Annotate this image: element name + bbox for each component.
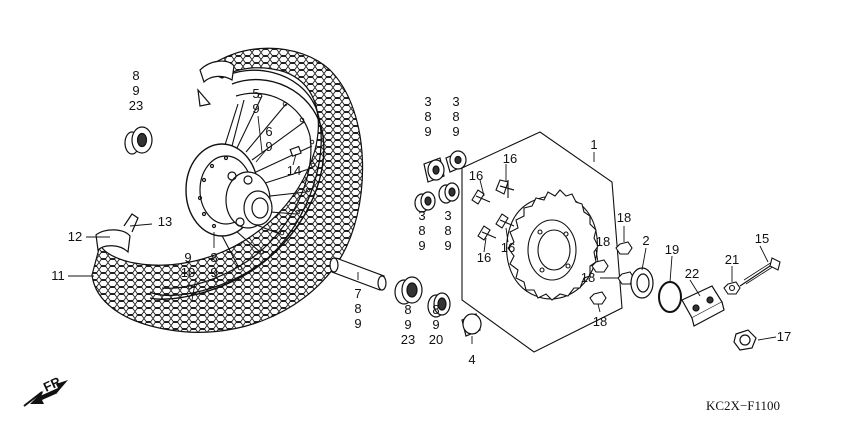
callout-c-7-8-9-2: 9 — [354, 316, 361, 331]
callout-c-3-8-9-c-2: 9 — [418, 238, 425, 253]
callout-c-18-d-0: 18 — [593, 314, 607, 329]
callout-c-13-0: 13 — [158, 214, 172, 229]
rim — [149, 78, 325, 300]
rim-band-piece — [95, 229, 131, 254]
collar-b — [445, 150, 467, 173]
front-label: FR. — [41, 372, 66, 394]
leader-lines — [68, 115, 777, 344]
callout-labels: 8923596914131211910893893893893891616161… — [51, 68, 791, 367]
callout-c-21-0: 21 — [725, 252, 739, 267]
callout-c-15-0: 15 — [755, 231, 769, 246]
callout-c-3-8-9-d-1: 8 — [444, 223, 451, 238]
callout-c-12-0: 12 — [68, 229, 82, 244]
front-arrow: FR. — [23, 372, 68, 407]
axle-nut — [733, 329, 757, 351]
callout-c-3-8-9-c-1: 8 — [418, 223, 425, 238]
adjuster-bolt — [739, 257, 781, 287]
nuts — [589, 241, 635, 305]
callout-c-16-a-0: 16 — [503, 151, 517, 166]
bearings-spacers — [124, 126, 482, 337]
callout-c-3-8-9-b-2: 9 — [452, 124, 459, 139]
callout-c-2-0: 2 — [642, 233, 649, 248]
driven-sprocket — [506, 189, 599, 301]
callout-c-18-c-0: 18 — [581, 270, 595, 285]
collar-d — [438, 182, 460, 204]
bearing-top-left — [124, 126, 153, 155]
callout-c-16-b-0: 16 — [469, 168, 483, 183]
callout-c-9-10-1: 10 — [181, 265, 195, 280]
callout-c-3-8-9-b-0: 3 — [452, 94, 459, 109]
spacer — [461, 313, 482, 337]
callout-c-8-9-mid-0: 8 — [210, 250, 217, 265]
chain-adjuster — [681, 285, 725, 327]
callout-c-4-0: 4 — [468, 352, 475, 367]
washer — [630, 267, 654, 299]
callout-c-16-c-0: 16 — [477, 250, 491, 265]
callout-c-22-0: 22 — [685, 266, 699, 281]
callout-c-18-a-0: 18 — [617, 210, 631, 225]
callout-c-8-9-23-top-2: 23 — [129, 98, 143, 113]
wheel-hub — [185, 143, 273, 237]
callout-c-8-9-23-bot-2: 23 — [401, 332, 415, 347]
callout-c-11-0: 11 — [51, 268, 65, 283]
callout-c-8-9-20-0: 8 — [432, 302, 439, 317]
callout-c-1-0: 1 — [590, 137, 597, 152]
callout-c-18-b-0: 18 — [596, 234, 610, 249]
callout-c-7-8-9-0: 7 — [354, 286, 361, 301]
callout-c-3-8-9-a-0: 3 — [424, 94, 431, 109]
callout-c-6-9-0: 6 — [265, 124, 272, 139]
callout-c-7-8-9-1: 8 — [354, 301, 361, 316]
sprocket-assembly — [461, 131, 635, 353]
callout-c-9-10-0: 9 — [184, 250, 191, 265]
callout-c-5-9-1: 9 — [252, 101, 259, 116]
callout-c-8-9-23-bot-0: 8 — [404, 302, 411, 317]
collar-a — [423, 157, 445, 183]
callout-c-3-8-9-c-0: 3 — [418, 208, 425, 223]
callout-c-17-0: 17 — [777, 329, 791, 344]
bearing-bottom — [394, 276, 423, 305]
rim-holes — [187, 93, 316, 290]
callout-c-16-d-0: 16 — [501, 240, 515, 255]
callout-c-8-9-23-top-0: 8 — [132, 68, 139, 83]
callout-c-8-9-23-bot-1: 9 — [404, 317, 411, 332]
callout-c-3-8-9-d-0: 3 — [444, 208, 451, 223]
circlip — [658, 281, 682, 313]
callout-c-8-9-20-2: 20 — [429, 332, 443, 347]
collar-c — [414, 191, 436, 213]
callout-c-3-8-9-d-2: 9 — [444, 238, 451, 253]
callout-c-19-0: 19 — [665, 242, 679, 257]
assembly-outline — [461, 131, 623, 353]
callout-c-6-9-1: 9 — [265, 139, 272, 154]
callout-c-8-9-mid-1: 9 — [210, 265, 217, 280]
callout-c-3-8-9-a-1: 8 — [424, 109, 431, 124]
callout-c-3-8-9-b-1: 8 — [452, 109, 459, 124]
callout-c-5-9-0: 5 — [252, 86, 259, 101]
callout-c-3-8-9-a-2: 9 — [424, 124, 431, 139]
callout-c-14-0: 14 — [287, 163, 301, 178]
lock-nut — [723, 281, 741, 295]
callout-c-8-9-20-1: 9 — [432, 317, 439, 332]
diagram-code: KC2X−F1100 — [706, 398, 780, 413]
rear-wheel — [91, 47, 364, 333]
callout-c-8-9-23-top-1: 9 — [132, 83, 139, 98]
oil-seal — [427, 292, 451, 318]
studs — [471, 179, 515, 241]
